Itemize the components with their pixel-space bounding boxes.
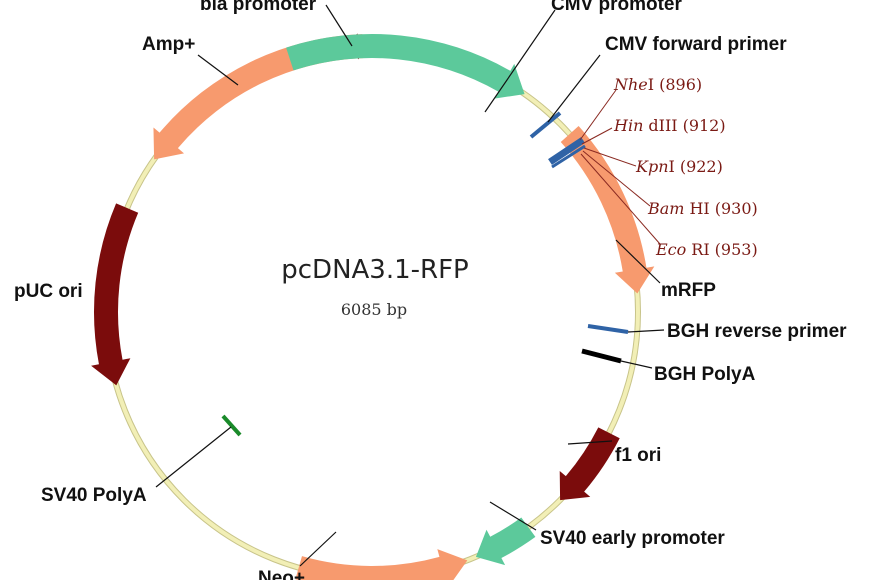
- sv40-polya-marker: [221, 414, 242, 437]
- bgh-polya-marker: [581, 348, 622, 364]
- mrfp-leader: [615, 239, 661, 284]
- cmv-forward-primer-label: CMV forward primer: [605, 34, 787, 55]
- site-enzyme-name: Kpn: [635, 157, 669, 176]
- bamhi-site-leader: [582, 150, 651, 207]
- bla-promoter-leader: [325, 4, 353, 47]
- f1-ori-leader: [567, 440, 613, 445]
- cmv-promoter-leader: [484, 9, 556, 113]
- site-enzyme-suffix: HI: [689, 199, 709, 218]
- sv40-early-promoter-label: SV40 early promoter: [540, 528, 725, 549]
- plasmid-size: 6085 bp: [341, 300, 407, 319]
- f1-ori-label: f1 ori: [615, 445, 661, 466]
- cmv-promoter-label: CMV promoter: [551, 0, 683, 15]
- f1-ori-feature-arrow: [559, 427, 620, 501]
- nhei-site-leader: [579, 89, 617, 141]
- amp-leader: [197, 54, 239, 86]
- kpni-site-label: KpnI (922): [635, 157, 723, 176]
- site-enzyme-suffix: RI: [691, 240, 709, 259]
- neo-label: Neo+: [258, 568, 305, 580]
- mrfp-label: mRFP: [661, 280, 716, 301]
- puc-ori-feature-arrow: [91, 203, 139, 386]
- site-enzyme-name: Bam: [647, 199, 684, 218]
- kpni-site-leader: [583, 147, 637, 167]
- mrfp-feature-arrow: [560, 125, 655, 294]
- site-enzyme-suffix: dIII: [648, 116, 677, 135]
- bgh-reverse-primer-leader: [627, 329, 665, 333]
- site-position: (930): [715, 199, 758, 218]
- site-enzyme-suffix: I: [669, 157, 675, 176]
- site-enzyme-suffix: I: [648, 75, 654, 94]
- neo-feature-arrow: [295, 549, 468, 580]
- sv40-early-promoter-leader: [489, 501, 537, 531]
- sv40-polya-leader: [155, 426, 232, 488]
- site-enzyme-name: Nhe: [613, 75, 648, 94]
- site-position: (953): [715, 240, 758, 259]
- amp-label: Amp+: [142, 34, 195, 55]
- cmv-forward-primer-leader: [547, 54, 601, 123]
- bgh-polya-leader: [620, 360, 653, 369]
- puc-ori-label: pUC ori: [14, 281, 83, 302]
- ecori-site-leader: [580, 153, 661, 245]
- cmv-promoter-feature-arrow: [286, 34, 525, 99]
- sv40-polya-label: SV40 PolyA: [41, 485, 147, 506]
- bgh-reverse-primer-marker: [587, 324, 629, 334]
- site-position: (896): [659, 75, 702, 94]
- mcs-site-marker: [548, 137, 585, 165]
- mcs-site-cluster: [548, 137, 586, 169]
- sv40-early-promoter-feature-arrow: [475, 517, 536, 566]
- nhei-site-label: NheI (896): [613, 75, 702, 94]
- neo-leader: [299, 531, 337, 567]
- bamhi-site-label: Bam HI (930): [647, 199, 758, 218]
- plasmid-name: pcDNA3.1-RFP: [281, 255, 468, 285]
- mcs-site-marker: [551, 144, 586, 169]
- site-position: (922): [680, 157, 723, 176]
- site-enzyme-name: Eco: [655, 240, 686, 259]
- bla-promoter-label: bla promoter: [200, 0, 317, 15]
- ecori-site-label: Eco RI (953): [655, 240, 758, 259]
- hindiii-site-leader: [581, 127, 613, 145]
- bgh-reverse-primer-label: BGH reverse primer: [667, 321, 847, 342]
- bgh-polya-label: BGH PolyA: [654, 364, 756, 385]
- cmv-forward-primer-marker: [529, 111, 562, 139]
- site-enzyme-name: Hin: [613, 116, 643, 135]
- site-position: (912): [683, 116, 726, 135]
